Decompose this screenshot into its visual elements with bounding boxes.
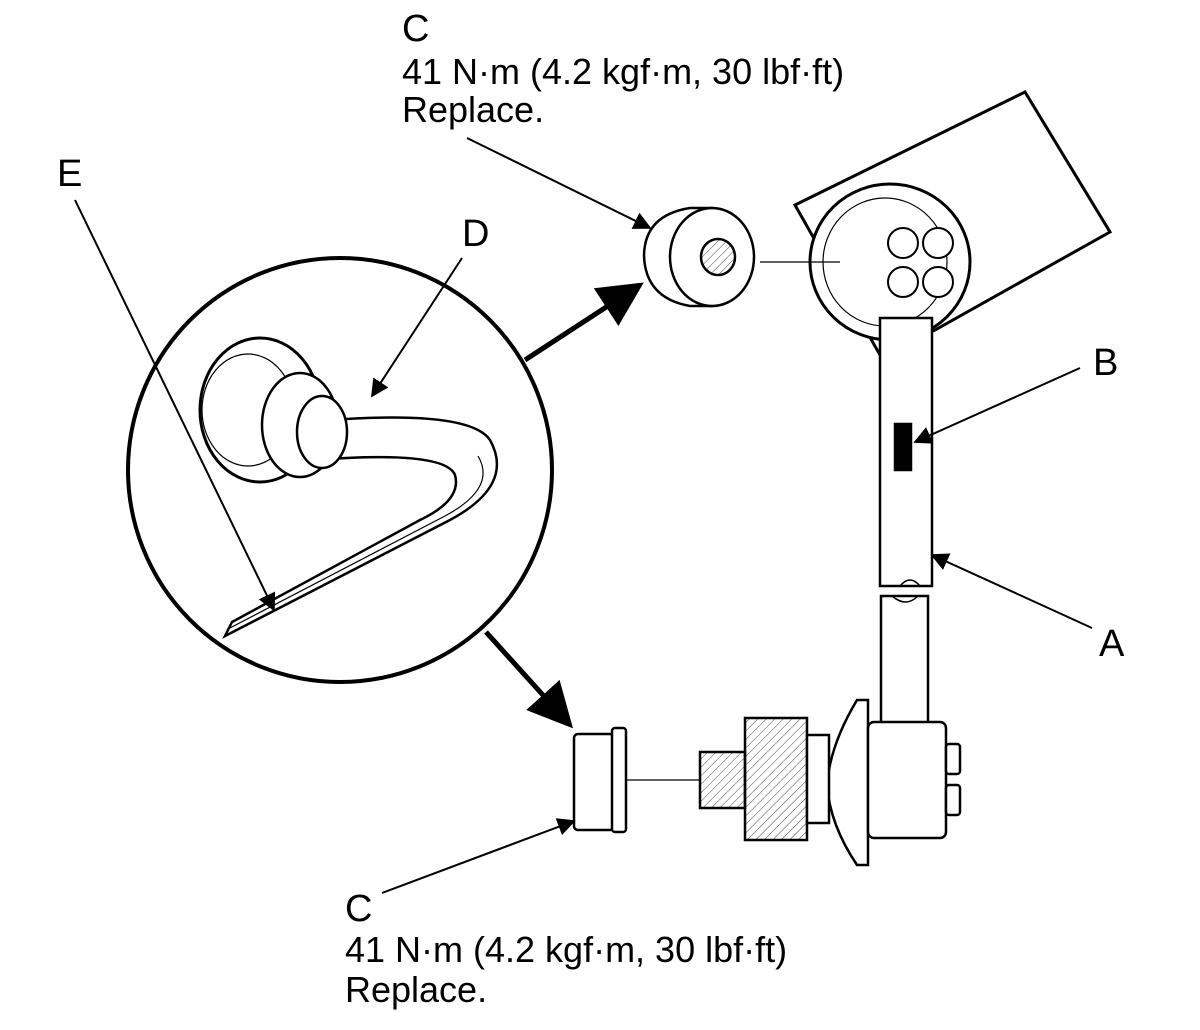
callout-c-top-letter: C — [402, 8, 430, 50]
callout-e-letter: E — [57, 153, 83, 195]
leader-b — [913, 367, 1081, 444]
callout-c-bottom-letter: C — [345, 888, 373, 930]
callout-a-letter: A — [1099, 623, 1125, 665]
callout-b-letter: B — [1093, 342, 1119, 384]
callout-c-bottom-torque: 41 N·m (4.2 kgf·m, 30 lbf·ft) — [345, 929, 788, 970]
upper-flange-nut — [642, 206, 756, 308]
callout-d-letter: D — [462, 213, 490, 255]
callout-c-bottom-note: Replace. — [345, 969, 488, 1010]
leader-lines — [74, 137, 1093, 894]
leader-c-top — [466, 137, 652, 229]
detail-arrows — [484, 282, 644, 729]
leader-a — [930, 553, 1093, 629]
stabilizer-link-a — [878, 316, 934, 726]
detail-magnifier — [126, 256, 554, 684]
callout-c-top-note: Replace. — [402, 89, 545, 130]
leader-e — [74, 199, 276, 612]
leader-d — [371, 257, 463, 398]
upper-ball-joint — [760, 182, 972, 342]
lower-flange-nut — [572, 726, 628, 834]
lower-ball-joint — [626, 698, 962, 867]
callout-c-top-torque: 41 N·m (4.2 kgf·m, 30 lbf·ft) — [402, 51, 845, 92]
leader-c-bottom — [381, 818, 576, 894]
